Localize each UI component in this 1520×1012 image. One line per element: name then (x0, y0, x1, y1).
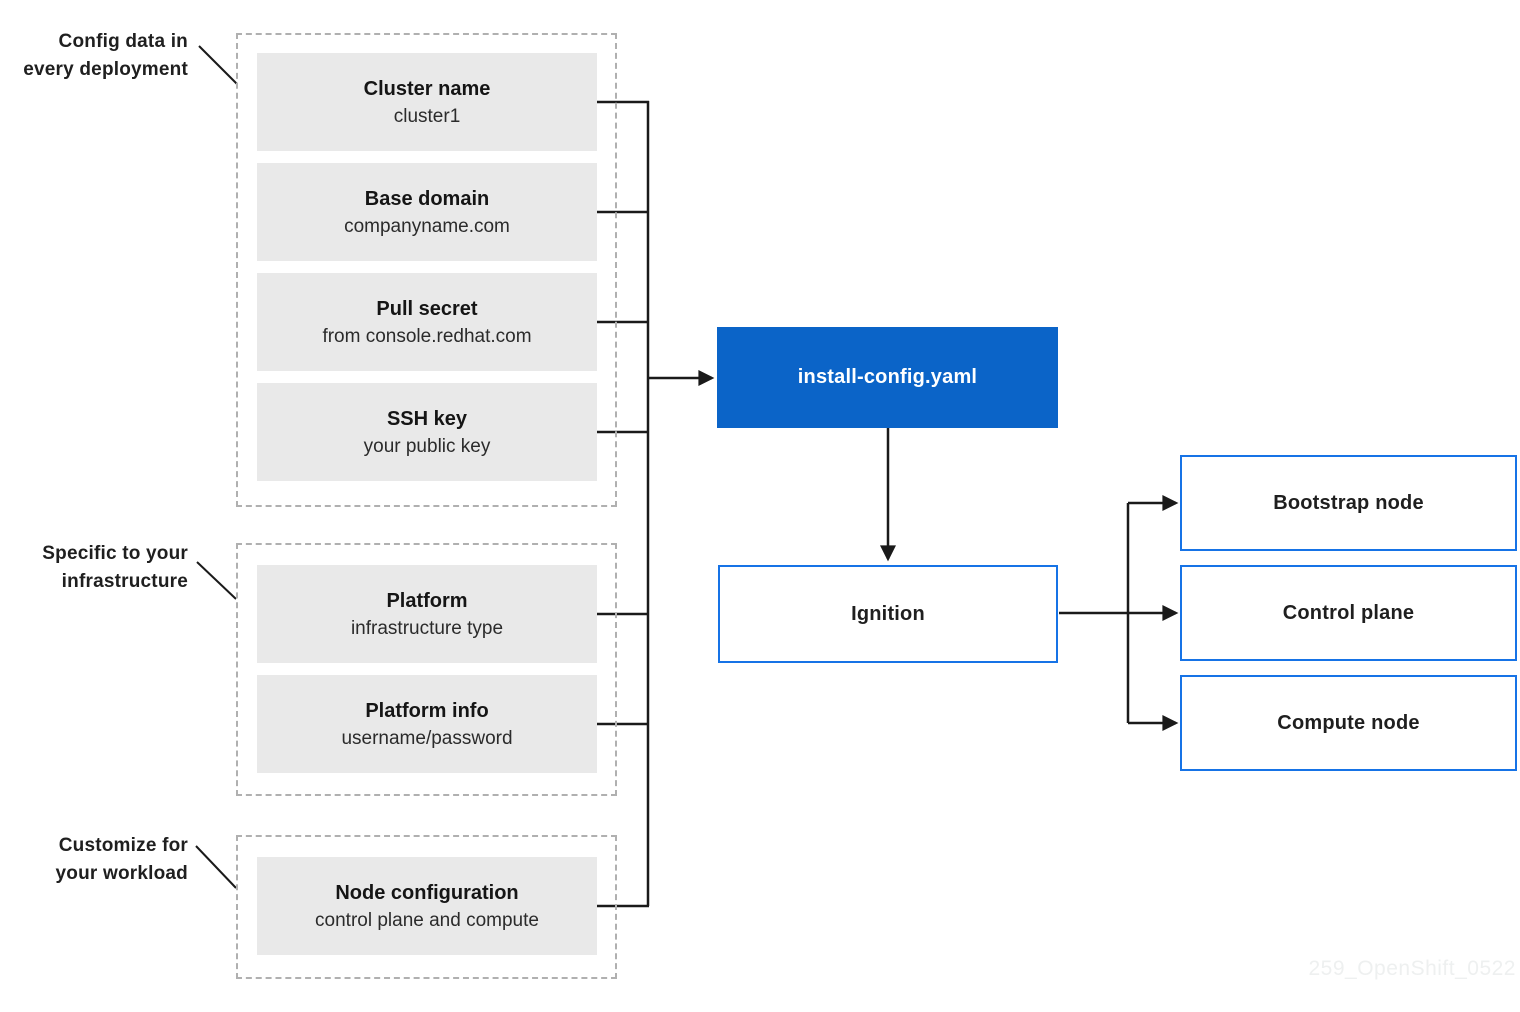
node-bootstrap: Bootstrap node (1180, 455, 1517, 551)
ignition-box: Ignition (718, 565, 1058, 663)
node-label: Bootstrap node (1273, 491, 1424, 514)
box-title: Platform (386, 589, 468, 612)
box-node-configuration: Node configuration control plane and com… (257, 857, 597, 955)
node-label: Control plane (1282, 601, 1415, 624)
install-config-box: install-config.yaml (717, 327, 1058, 428)
install-config-label: install-config.yaml (797, 366, 978, 388)
box-base-domain: Base domain companyname.com (257, 163, 597, 261)
box-subtitle: infrastructure type (350, 617, 504, 639)
group-customize-workload (236, 835, 617, 979)
box-subtitle: username/password (341, 727, 513, 749)
box-title: SSH key (386, 407, 468, 430)
box-ssh-key: SSH key your public key (257, 383, 597, 481)
box-subtitle: control plane and compute (315, 909, 539, 931)
pointer-customize-workload (195, 845, 237, 889)
box-subtitle: companyname.com (344, 215, 510, 237)
box-title: Pull secret (376, 297, 478, 320)
box-title: Base domain (364, 187, 490, 210)
group-label-line: infrastructure (61, 571, 188, 592)
group-label-line: Specific to your (42, 543, 188, 564)
group-label-line: every deployment (23, 59, 188, 80)
group-label-customize-workload: Customize for your workload (0, 832, 188, 888)
group-specific-infrastructure (236, 543, 617, 796)
ignition-label: Ignition (851, 602, 925, 625)
box-pull-secret: Pull secret from console.redhat.com (257, 273, 597, 371)
box-platform: Platform infrastructure type (257, 565, 597, 663)
pointer-config-data (198, 45, 238, 85)
box-cluster-name: Cluster name cluster1 (257, 53, 597, 151)
group-config-data (236, 33, 617, 507)
box-title: Platform info (365, 699, 489, 722)
box-title: Node configuration (335, 881, 519, 904)
pointer-specific-infrastructure (196, 561, 237, 600)
group-label-config-data: Config data in every deployment (0, 28, 188, 84)
box-subtitle: your public key (363, 435, 491, 457)
watermark-text: 259_OpenShift_0522 (1308, 957, 1516, 980)
box-title: Cluster name (363, 77, 491, 100)
box-subtitle: cluster1 (393, 105, 461, 127)
group-label-line: Customize for (58, 835, 188, 856)
node-label: Compute node (1277, 711, 1420, 734)
node-compute: Compute node (1180, 675, 1517, 771)
group-label-line: your workload (55, 863, 188, 884)
box-subtitle: from console.redhat.com (322, 325, 532, 347)
node-control-plane: Control plane (1180, 565, 1517, 661)
group-label-line: Config data in (58, 31, 188, 52)
box-platform-info: Platform info username/password (257, 675, 597, 773)
group-label-specific-infrastructure: Specific to your infrastructure (0, 540, 188, 596)
